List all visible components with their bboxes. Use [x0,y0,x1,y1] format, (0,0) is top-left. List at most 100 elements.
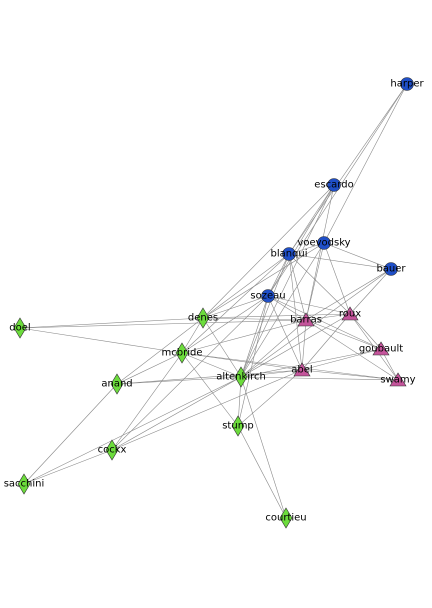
edge-doel-denes [19,317,204,329]
node-swamy [389,372,407,387]
edge-voevodsky-roux [323,242,351,315]
edge-roux-abel [301,313,351,371]
edge-blanqui-altenkirch [240,253,290,378]
edge-escardo-barras [305,184,335,321]
edge-blanqui-sozeau [267,253,290,297]
node-label-altenkirch: altenkirch [216,372,266,383]
edge-denes-mcbride [181,317,204,354]
edge-mcbride-anand [116,352,183,385]
edge-voevodsky-denes [202,242,325,319]
node-escardo [327,178,341,192]
node-label-stump: stump [222,421,254,432]
edge-denes-anand [116,317,204,385]
edge-escardo-blanqui [288,184,335,255]
edge-abel-mcbride [181,352,303,371]
node-label-sacchini: sacchini [4,479,45,490]
edge-roux-swamy [349,313,399,381]
node-label-blanqui: blanqui [270,249,307,260]
node-label-voevodsky: voevodsky [297,238,350,249]
edge-goubault-altenkirch [240,348,382,378]
edge-goubault-abel [301,348,382,371]
node-label-barras: barras [290,315,322,326]
edge-sozeau-altenkirch [240,295,269,378]
node-cockx [105,439,119,461]
node-label-doel: doel [9,323,30,334]
edge-sozeau-abel [267,295,303,371]
edge-swamy-mcbride [181,352,399,381]
node-label-roux: roux [339,309,361,320]
node-label-cockx: cockx [98,445,127,456]
edge-doel-mcbride [19,327,183,354]
edge-sozeau-goubault [267,295,382,350]
edge-barras-goubault [305,319,382,350]
edge-harper-voevodsky [323,83,408,244]
edge-blanqui-abel [288,253,303,371]
edge-doel-barras [19,319,307,329]
node-harper [400,77,414,91]
node-abel [293,362,311,377]
node-label-sozeau: sozeau [250,291,285,302]
node-altenkirch [234,366,248,388]
node-layer [13,77,414,529]
edge-sozeau-mcbride [181,295,269,354]
edge-altenkirch-sacchini [23,376,242,485]
node-anand [110,373,124,395]
edge-sozeau-barras [267,295,307,321]
edge-abel-swamy [301,369,399,381]
edge-sozeau-stump [237,295,269,427]
edge-anand-sacchini [23,383,118,485]
node-label-escardo: escardo [314,180,353,191]
edge-blanqui-bauer [288,253,392,270]
node-label-courtieu: courtieu [265,513,306,524]
edge-layer [19,83,408,519]
edge-barras-abel [301,319,307,371]
edge-roux-denes [202,313,351,319]
edge-bauer-altenkirch [240,268,392,378]
node-courtieu [279,507,293,529]
edge-cockx-sacchini [23,449,113,485]
edge-escardo-altenkirch [240,184,335,378]
node-label-mcbride: mcbride [162,348,203,359]
edge-harper-blanqui [288,83,408,255]
node-sozeau [261,289,275,303]
edge-anand-altenkirch [116,376,242,385]
node-voevodsky [317,236,331,250]
edge-mcbride-stump [181,352,239,427]
node-label-abel: abel [291,365,312,376]
edge-voevodsky-altenkirch [240,242,325,378]
edge-blanqui-roux [288,253,351,315]
edge-voevodsky-bauer [323,242,392,270]
edge-blanqui-denes [202,253,290,319]
label-layer: harperescardovoevodskyblanquibauersozeau… [4,79,425,524]
edge-bauer-roux [349,268,392,315]
node-label-denes: denes [188,313,218,324]
node-stump [231,415,245,437]
edge-abel-anand [116,369,303,385]
node-mcbride [175,342,189,364]
edge-sozeau-denes [202,295,269,319]
edge-voevodsky-barras [305,242,325,321]
node-label-goubault: goubault [359,344,403,355]
edge-abel-altenkirch [240,369,303,378]
edge-altenkirch-cockx [111,376,242,451]
edge-escardo-denes [202,184,335,319]
edge-escardo-sozeau [267,184,335,297]
node-bauer [384,262,398,276]
edge-roux-barras [305,313,351,321]
edge-blanqui-barras [288,253,307,321]
edge-cockx-abel [111,369,303,451]
edge-swamy-altenkirch [240,376,399,381]
node-label-harper: harper [390,79,424,90]
edge-stump-courtieu [237,425,287,519]
edge-barras-mcbride [181,319,307,354]
edge-blanqui-mcbride [181,253,290,354]
node-doel [13,317,27,339]
edge-abel-stump [237,369,303,427]
edge-altenkirch-courtieu [240,376,287,519]
edge-sozeau-roux [267,295,351,315]
edge-barras-altenkirch [240,319,307,378]
node-label-swamy: swamy [380,375,415,386]
edge-mcbride-altenkirch [181,352,242,378]
node-goubault [372,341,390,356]
